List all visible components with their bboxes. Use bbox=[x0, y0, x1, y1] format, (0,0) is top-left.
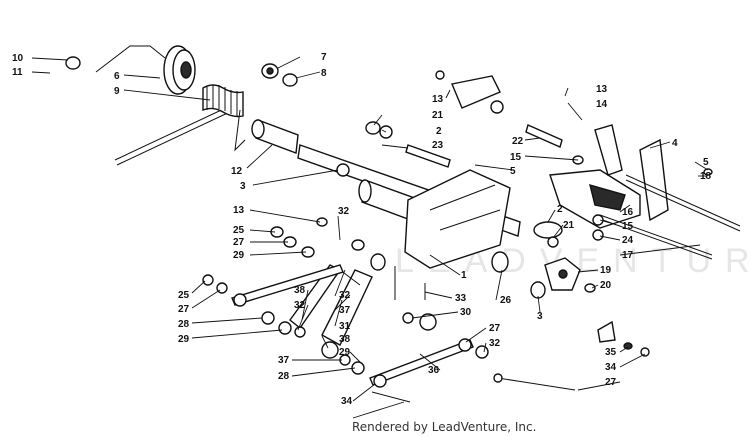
callout-21: 21 bbox=[432, 110, 444, 121]
callout-29b: 29 bbox=[178, 334, 190, 345]
callout-9: 9 bbox=[114, 86, 120, 97]
callout-26: 26 bbox=[500, 295, 512, 306]
callout-29a: 29 bbox=[233, 250, 245, 261]
left-washers bbox=[270, 217, 365, 258]
callout-12: 12 bbox=[231, 166, 243, 177]
callout-28b: 36 bbox=[428, 365, 440, 376]
callout-15b: 15 bbox=[622, 221, 634, 232]
callout-32a: 32 bbox=[338, 206, 350, 217]
callout-27d: 34 bbox=[341, 396, 353, 407]
callout-29d: 27 bbox=[489, 323, 501, 334]
callout-15: 15 bbox=[510, 152, 522, 163]
callout-7: 7 bbox=[321, 52, 327, 63]
main-cross-shaft bbox=[251, 119, 546, 299]
callout-29c: 29 bbox=[339, 347, 351, 358]
callout-30: 30 bbox=[460, 307, 472, 318]
callout-14: 14 bbox=[596, 99, 608, 110]
callout-1: 1 bbox=[461, 270, 467, 281]
leader-lines bbox=[31, 56, 709, 419]
wheel-assembly bbox=[65, 45, 298, 166]
upper-bracket bbox=[365, 70, 584, 168]
credit-footer: Rendered by LeadVenture, Inc. bbox=[352, 420, 536, 434]
callout-23: 23 bbox=[432, 140, 444, 151]
callout-10: 10 bbox=[12, 53, 24, 64]
torsion-spring bbox=[202, 84, 246, 152]
callout-4: 4 bbox=[672, 138, 678, 149]
callout-36: 35 bbox=[605, 347, 617, 358]
callout-33: 33 bbox=[455, 293, 467, 304]
callout-2b: 2 bbox=[557, 204, 563, 215]
callout-25b: 25 bbox=[178, 290, 190, 301]
callout-21b: 21 bbox=[563, 220, 575, 231]
callout-3b: 3 bbox=[537, 311, 543, 322]
callout-11: 11 bbox=[12, 67, 23, 78]
callout-labels: 10 11 6 9 7 8 12 3 13 21 2 23 13 14 22 1… bbox=[12, 52, 712, 407]
callout-18: 18 bbox=[700, 171, 712, 182]
callout-2: 2 bbox=[436, 126, 442, 137]
callout-17: 17 bbox=[622, 250, 634, 261]
callout-5b: 5 bbox=[510, 166, 516, 177]
callout-20: 20 bbox=[600, 280, 612, 291]
callout-22: 22 bbox=[512, 136, 524, 147]
callout-28a: 28 bbox=[178, 319, 190, 330]
callout-27b: 27 bbox=[178, 304, 190, 315]
callout-32d: 37 bbox=[278, 355, 290, 366]
callout-3: 3 bbox=[240, 181, 246, 192]
callout-25a: 25 bbox=[233, 225, 245, 236]
lower-link-rod bbox=[339, 312, 489, 388]
callout-32c: 32 bbox=[339, 290, 351, 301]
callout-31: 31 bbox=[339, 321, 351, 332]
callout-37b: 28 bbox=[278, 371, 290, 382]
callout-13c: 13 bbox=[233, 205, 245, 216]
callout-13: 13 bbox=[432, 94, 444, 105]
callout-34a: 27 bbox=[605, 377, 617, 388]
callout-16: 16 bbox=[622, 207, 634, 218]
slider-block bbox=[544, 257, 596, 293]
rear-swing-arm bbox=[533, 124, 741, 260]
callout-13b: 13 bbox=[596, 84, 608, 95]
callout-27c: 32 bbox=[489, 338, 501, 349]
callout-38b: 38 bbox=[339, 334, 351, 345]
callout-35: 34 bbox=[605, 362, 617, 373]
callout-27a: 27 bbox=[233, 237, 245, 248]
callout-5a: 5 bbox=[703, 157, 709, 168]
callout-6: 6 bbox=[114, 71, 120, 82]
bolts bbox=[371, 266, 650, 403]
callout-19: 19 bbox=[600, 265, 612, 276]
callout-32b: 32 bbox=[294, 300, 306, 311]
upper-link-rod bbox=[202, 264, 344, 338]
callout-37a: 37 bbox=[339, 305, 351, 316]
callout-8: 8 bbox=[321, 68, 327, 79]
callout-38a: 38 bbox=[294, 285, 306, 296]
callout-24: 24 bbox=[622, 235, 634, 246]
